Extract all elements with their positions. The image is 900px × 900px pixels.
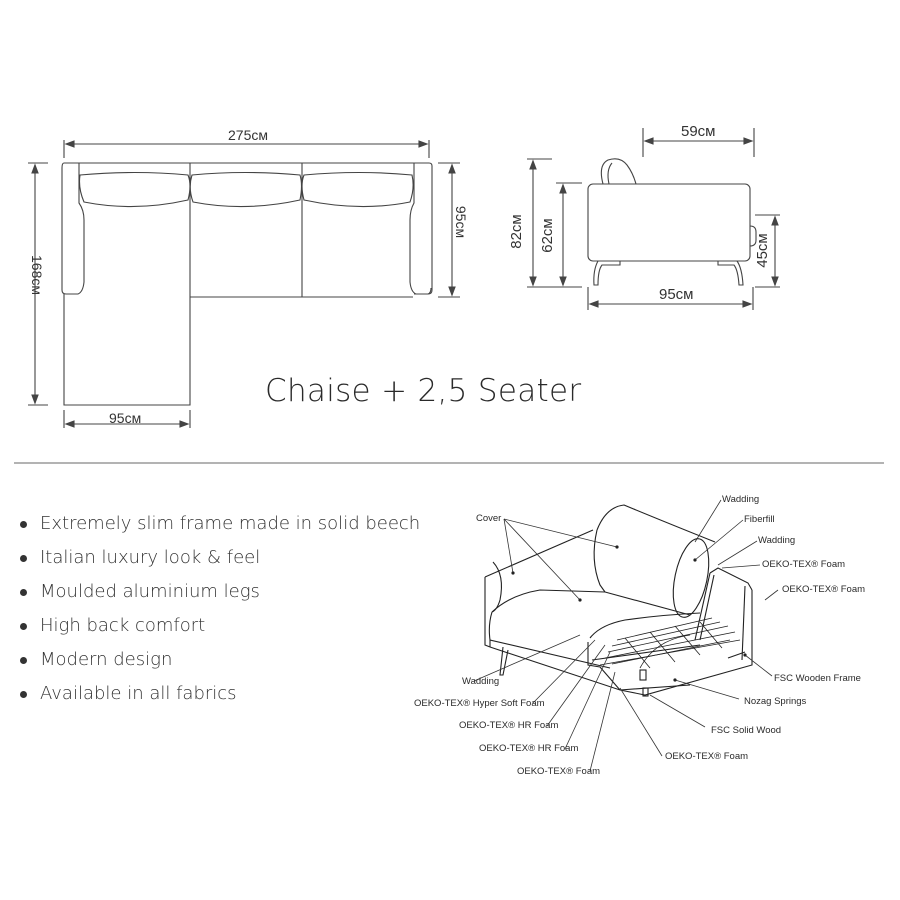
feature-list: Extremely slim frame made in solid beech…: [16, 512, 420, 716]
side-view-sofa: [587, 158, 757, 286]
dimension-168-line: [28, 162, 48, 406]
callout-wadding-top: Wadding: [722, 494, 760, 505]
feature-item: High back comfort: [16, 614, 420, 648]
bullet-icon: [20, 691, 27, 698]
feature-item: Modern design: [16, 648, 420, 682]
top-view-sofa: [61, 162, 433, 406]
bullet-icon: [20, 589, 27, 596]
dimension-275-label: 275см: [228, 127, 268, 143]
section-divider: [14, 462, 884, 464]
callout-wadding-mid: Wadding: [758, 535, 796, 546]
callout-fsc-wooden-frame: FSC Wooden Frame: [774, 673, 861, 684]
dimension-59-line: [642, 128, 755, 157]
callout-hr-foam-1: OEKO-TEX® HR Foam: [459, 720, 559, 731]
construction-illustration: [484, 504, 753, 697]
dimension-62-line: [556, 182, 582, 287]
callout-dots: [511, 545, 747, 682]
callout-cover: Cover: [476, 513, 502, 524]
dimension-62-label: 62см: [538, 218, 556, 253]
callout-hyper-soft-foam: OEKO-TEX® Hyper Soft Foam: [414, 698, 545, 709]
callout-oekotex-foam-2: OEKO-TEX® Foam: [782, 584, 866, 595]
dimension-45-line: [755, 214, 780, 288]
callout-leaders: [473, 499, 779, 772]
bullet-icon: [20, 521, 27, 528]
bullet-icon: [20, 555, 27, 562]
dimension-95-depth-label: 95см: [453, 205, 470, 239]
dimension-45-label: 45см: [753, 233, 771, 268]
dimension-95-side-label: 95см: [659, 286, 694, 303]
callout-nozag-springs: Nozag Springs: [744, 696, 807, 707]
callout-wadding-bottom: Wadding: [462, 676, 500, 687]
feature-item: Available in all fabrics: [16, 682, 420, 716]
dimension-95-chaise-label: 95см: [109, 410, 142, 426]
callout-fiberfill: Fiberfill: [744, 514, 775, 525]
bullet-icon: [20, 657, 27, 664]
dimension-82-line: [527, 158, 582, 288]
dimension-95-chaise-line: [63, 410, 191, 428]
bullet-icon: [20, 623, 27, 630]
feature-item: Italian luxury look & feel: [16, 546, 420, 580]
feature-item: Moulded aluminium legs: [16, 580, 420, 614]
callout-oekotex-foam-3: OEKO-TEX® Foam: [517, 766, 601, 777]
dimension-168-label: 168см: [28, 255, 45, 295]
callout-fsc-solid-wood: FSC Solid Wood: [711, 725, 782, 736]
callout-hr-foam-2: OEKO-TEX® HR Foam: [479, 743, 579, 754]
product-title: Chaise + 2,5 Seater: [265, 373, 582, 409]
dimension-59-label: 59см: [681, 123, 716, 140]
dimension-95-side-line: [587, 287, 754, 310]
dimension-95-depth-line: [438, 162, 460, 298]
callout-oekotex-foam-4: OEKO-TEX® Foam: [665, 751, 749, 762]
callout-oekotex-foam-1: OEKO-TEX® Foam: [762, 559, 846, 570]
feature-item: Extremely slim frame made in solid beech: [16, 512, 420, 546]
dimension-82-label: 82см: [507, 214, 525, 249]
dimension-275-line: [63, 140, 430, 158]
